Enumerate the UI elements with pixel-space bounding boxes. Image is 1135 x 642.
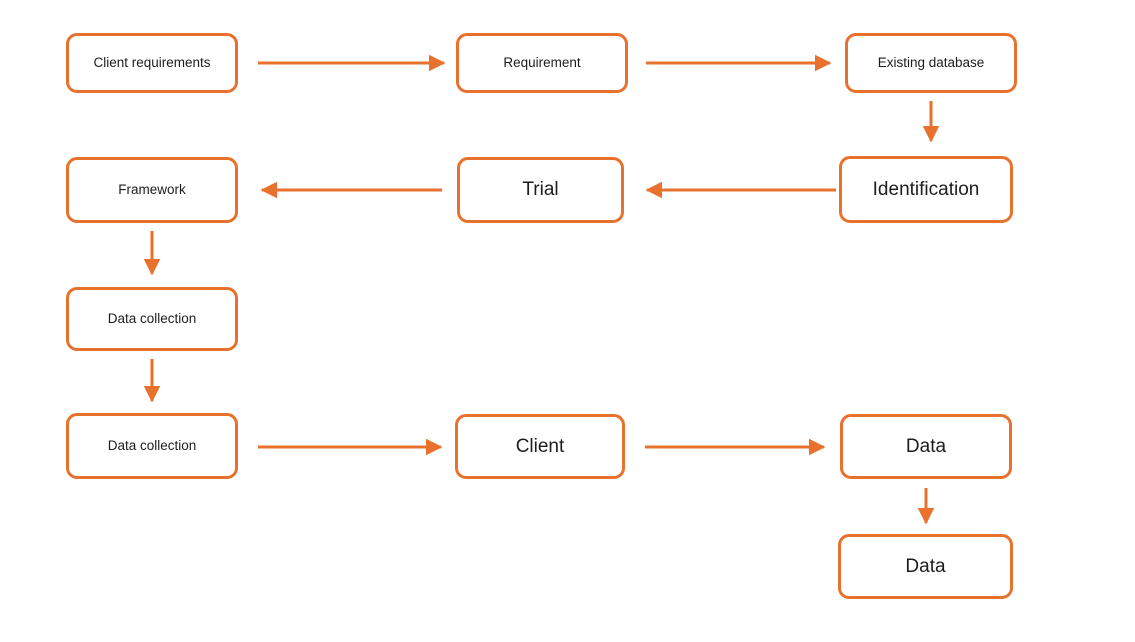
node-label: Trial <box>522 179 559 201</box>
node-requirement[interactable]: Requirement <box>456 33 628 93</box>
node-label: Data collection <box>107 438 197 454</box>
node-label: Data <box>905 555 946 577</box>
node-identification[interactable]: Identification <box>839 156 1013 223</box>
node-data-collection-2[interactable]: Data collection <box>66 413 238 479</box>
node-existing-database[interactable]: Existing database <box>845 33 1017 93</box>
node-trial[interactable]: Trial <box>457 157 624 223</box>
node-label: Data <box>905 435 947 457</box>
node-label: Data collection <box>107 311 197 327</box>
node-label: Requirement <box>503 55 581 71</box>
node-label: Existing database <box>877 55 985 71</box>
node-data-2[interactable]: Data <box>838 534 1013 599</box>
node-label: Client requirements <box>93 55 211 71</box>
node-framework[interactable]: Framework <box>66 157 238 223</box>
node-data-collection-1[interactable]: Data collection <box>66 287 238 351</box>
node-label: Identification <box>872 178 980 200</box>
node-label: Client <box>515 435 565 457</box>
node-label: Framework <box>118 182 186 198</box>
node-client[interactable]: Client <box>455 414 625 479</box>
node-data-1[interactable]: Data <box>840 414 1012 479</box>
node-client-requirements[interactable]: Client requirements <box>66 33 238 93</box>
